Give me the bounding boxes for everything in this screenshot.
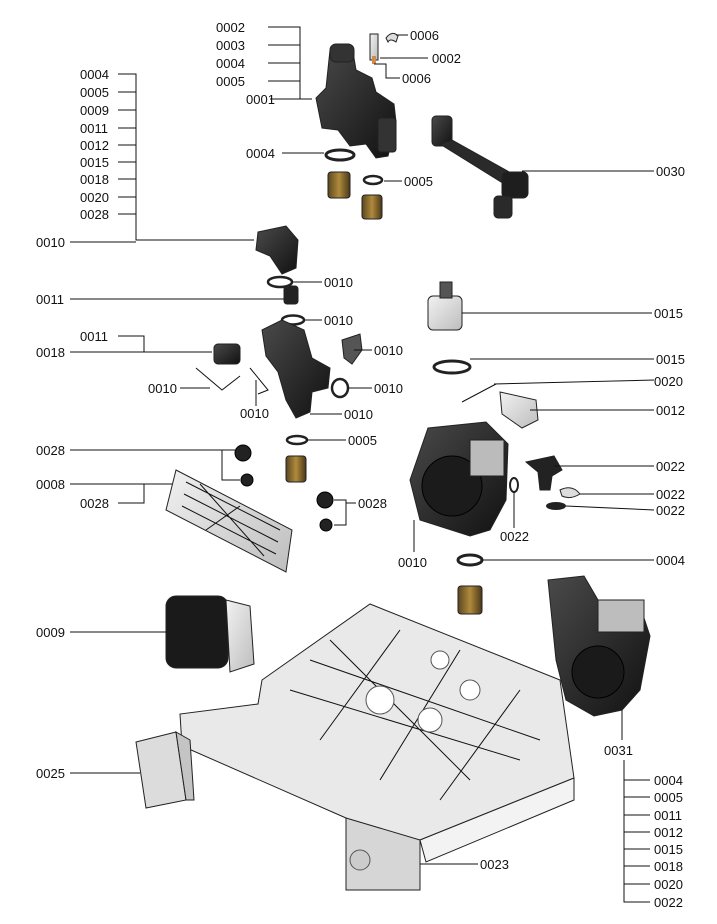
label-0010: 0010 xyxy=(374,343,403,358)
label-0010: 0010 xyxy=(324,275,353,290)
part-0030-pipe xyxy=(431,115,529,219)
label-0018: 0018 xyxy=(36,345,65,360)
label-0006: 0006 xyxy=(410,28,439,43)
label-0020: 0020 xyxy=(654,374,683,389)
oring-0015 xyxy=(432,359,472,375)
part-0012-actuator xyxy=(499,391,539,429)
label-0010: 0010 xyxy=(148,381,177,396)
label-0012: 0012 xyxy=(80,138,109,153)
brass-fitting-mid xyxy=(285,455,307,483)
oring-0004-low xyxy=(456,553,484,567)
brass-fitting-low xyxy=(457,585,483,615)
part-0011-nut xyxy=(283,285,299,305)
label-0010: 0010 xyxy=(324,313,353,328)
oring-0005-top xyxy=(362,174,384,186)
seal-0028-b xyxy=(240,473,254,487)
label-0004: 0004 xyxy=(246,146,275,161)
label-0010: 0010 xyxy=(398,555,427,570)
label-0003: 0003 xyxy=(216,38,245,53)
part-number-labels: 0002 0003 0004 0005 0001 0006 0002 0006 … xyxy=(36,20,685,910)
label-0010: 0010 xyxy=(240,406,269,421)
seal-0028-a xyxy=(234,444,252,462)
label-0022: 0022 xyxy=(654,895,683,910)
part-0010-manifold xyxy=(261,319,331,419)
probe-0020 xyxy=(461,383,497,403)
label-0020: 0020 xyxy=(80,190,109,205)
label-0015: 0015 xyxy=(80,155,109,170)
label-0010: 0010 xyxy=(344,407,373,422)
label-0011: 0011 xyxy=(80,121,108,136)
label-0011: 0011 xyxy=(80,329,108,344)
seal-0028-c xyxy=(316,491,334,509)
part-0018-sensor xyxy=(213,343,241,365)
part-0023-chassis xyxy=(179,603,575,891)
label-0005: 0005 xyxy=(654,790,683,805)
label-0009: 0009 xyxy=(36,625,65,640)
part-0031-pump-assembly xyxy=(547,575,651,717)
part-0010-upper-sensor xyxy=(255,225,299,275)
part-0022-elbow xyxy=(524,455,563,491)
clip-0022 xyxy=(559,487,581,499)
label-0004: 0004 xyxy=(216,56,245,71)
label-0004: 0004 xyxy=(654,773,683,788)
label-0030: 0030 xyxy=(656,164,685,179)
label-0022: 0022 xyxy=(656,487,685,502)
oring-0005-mid xyxy=(285,434,309,446)
label-0015: 0015 xyxy=(654,306,683,321)
label-0001: 0001 xyxy=(246,92,275,107)
label-0002: 0002 xyxy=(432,51,461,66)
label-0011: 0011 xyxy=(654,808,682,823)
part-0009-pump-motor xyxy=(165,595,255,673)
washer-0022 xyxy=(546,502,566,510)
label-0025: 0025 xyxy=(36,766,65,781)
label-0015: 0015 xyxy=(656,352,685,367)
label-0028: 0028 xyxy=(358,496,387,511)
label-0005: 0005 xyxy=(216,74,245,89)
label-0012: 0012 xyxy=(656,403,685,418)
label-0005: 0005 xyxy=(404,174,433,189)
oring-0004-top xyxy=(324,148,356,162)
label-0005: 0005 xyxy=(348,433,377,448)
label-0006: 0006 xyxy=(402,71,431,86)
oring-0010-c xyxy=(330,377,350,399)
label-0005: 0005 xyxy=(80,85,109,100)
label-0015: 0015 xyxy=(654,842,683,857)
part-0006-pin xyxy=(369,32,399,64)
label-0004: 0004 xyxy=(80,67,109,82)
clip-wire xyxy=(195,367,269,395)
label-0008: 0008 xyxy=(36,477,65,492)
leader-lines xyxy=(70,26,655,903)
brass-fitting-upper-left xyxy=(327,171,351,199)
part-0008-heat-exchanger xyxy=(165,469,293,573)
part-0010-pump-housing xyxy=(409,421,509,537)
label-0012: 0012 xyxy=(654,825,683,840)
label-0031: 0031 xyxy=(604,743,633,758)
label-0022: 0022 xyxy=(500,529,529,544)
label-0018: 0018 xyxy=(654,859,683,874)
label-0022: 0022 xyxy=(656,503,685,518)
part-0015-sensor xyxy=(427,281,463,331)
label-0018: 0018 xyxy=(80,172,109,187)
label-0002: 0002 xyxy=(216,20,245,35)
part-0001-valve-block xyxy=(315,43,397,159)
label-0010: 0010 xyxy=(374,381,403,396)
label-0028: 0028 xyxy=(36,443,65,458)
label-0009: 0009 xyxy=(80,103,109,118)
label-0004: 0004 xyxy=(656,553,685,568)
label-0022: 0022 xyxy=(656,459,685,474)
label-0028: 0028 xyxy=(80,207,109,222)
label-0010: 0010 xyxy=(36,235,65,250)
label-0028: 0028 xyxy=(80,496,109,511)
label-0023: 0023 xyxy=(480,857,509,872)
clip-0010-right xyxy=(341,333,363,365)
oring-0022-small xyxy=(509,477,519,493)
seal-0028-d xyxy=(319,518,333,532)
part-0025-electrical-box xyxy=(135,731,195,809)
brass-fitting-upper-right xyxy=(361,194,383,220)
label-0020: 0020 xyxy=(654,877,683,892)
label-0011: 0011 xyxy=(36,292,64,307)
